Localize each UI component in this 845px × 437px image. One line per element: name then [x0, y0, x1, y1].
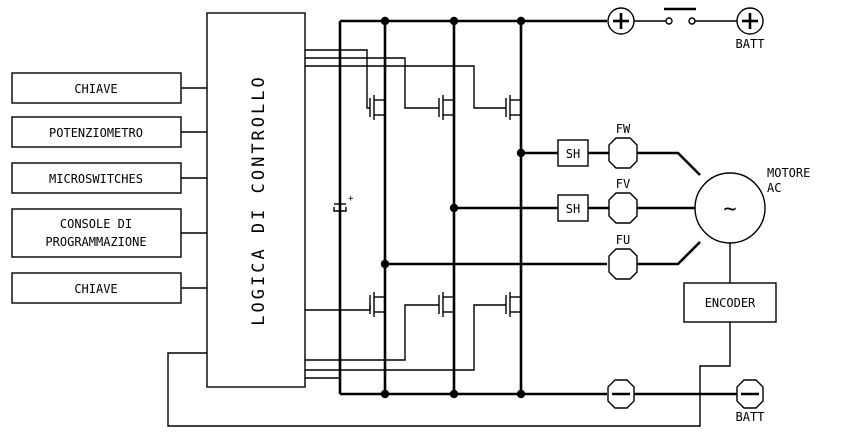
input-label-chiave-bottom: CHIAVE: [74, 282, 117, 296]
input-label-chiave-top: CHIAVE: [74, 82, 117, 96]
phase-v-leg: [438, 16, 558, 399]
fuse-fw: FW: [608, 122, 701, 176]
gate-drive-lines: [305, 49, 506, 379]
control-logic-block: LOGICA DI CONTROLLO: [206, 12, 306, 388]
encoder-block: ENCODER: [683, 282, 777, 323]
battery-positive-terminal: BATT: [607, 7, 765, 51]
input-label-console-line1: CONSOLE DI: [60, 217, 132, 231]
fuse-fu-label: FU: [616, 233, 630, 247]
ac-motor: ~ MOTORE AC: [694, 166, 810, 283]
motor-ac-symbol: ~: [723, 197, 736, 222]
phase-u-leg: [369, 16, 607, 399]
battery-positive-label: BATT: [736, 37, 765, 51]
fuse-fu: FU: [608, 233, 701, 280]
input-block-console: CONSOLE DI PROGRAMMAZIONE: [11, 208, 207, 258]
control-logic-label: LOGICA DI CONTROLLO: [249, 74, 269, 325]
battery-negative-terminal: BATT: [607, 379, 765, 424]
dc-link-capacitor: +: [333, 194, 354, 212]
shunt-w-label: SH: [566, 147, 580, 161]
fuse-fv: FV: [608, 177, 695, 224]
input-label-console-line2: PROGRAMMAZIONE: [45, 235, 146, 249]
capacitor-plus-sign: +: [348, 194, 354, 204]
input-block-chiave-top: CHIAVE: [11, 72, 207, 104]
encoder-label: ENCODER: [705, 296, 756, 310]
motor-label-line1: MOTORE: [767, 166, 810, 180]
motor-label-line2: AC: [767, 181, 781, 195]
input-label-potenziometro: POTENZIOMETRO: [49, 126, 143, 140]
fuse-fv-label: FV: [616, 177, 630, 191]
shunt-v: SH: [557, 194, 610, 222]
input-block-chiave-bottom: CHIAVE: [11, 272, 207, 304]
input-block-potenziometro: POTENZIOMETRO: [11, 116, 207, 148]
input-block-microswitches: MICROSWITCHES: [11, 162, 207, 194]
shunt-v-label: SH: [566, 202, 580, 216]
shunt-w: SH: [557, 139, 610, 167]
fuse-fw-label: FW: [616, 122, 631, 136]
battery-negative-label: BATT: [736, 410, 765, 424]
encoder-feedback-line: [167, 322, 731, 427]
input-label-microswitches: MICROSWITCHES: [49, 172, 143, 186]
